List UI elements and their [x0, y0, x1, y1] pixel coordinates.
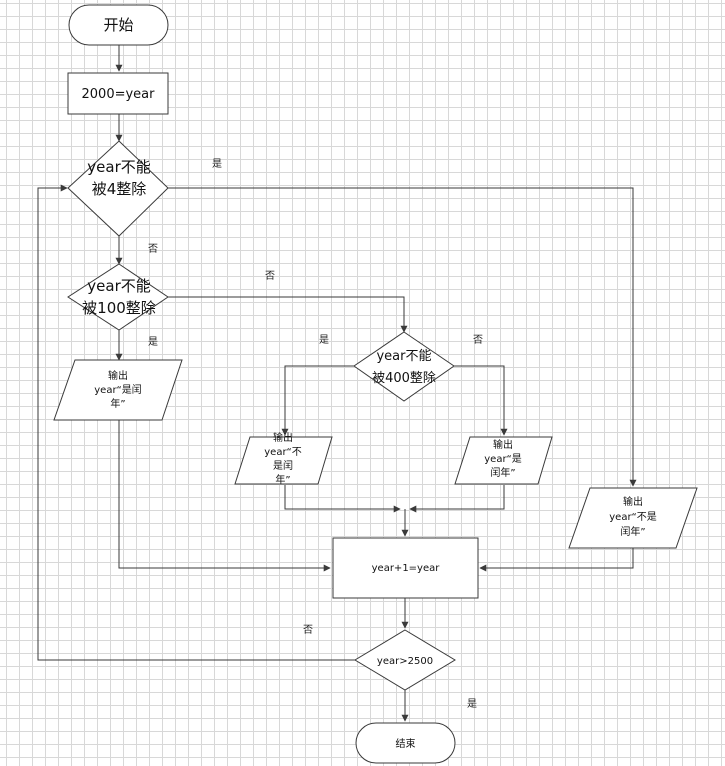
end-node-label: 结束: [396, 737, 416, 750]
edge-check400-no: [454, 365, 508, 436]
decision-div400-line1: year不能: [376, 349, 431, 364]
output-leap-mid: 输出 year“是 闰年”: [454, 436, 553, 485]
increment-process-label: year+1=year: [372, 563, 441, 574]
output-leap-left: 输出 year“是闰 年”: [53, 359, 183, 421]
output-notleap-right-line2: year“不是: [609, 511, 657, 523]
output-notleap-mid-line1: 输出: [273, 431, 293, 444]
start-node-label: 开始: [103, 16, 133, 34]
decision-div4: year不能 被4整除: [67, 140, 169, 237]
edge-loop-back: [37, 184, 355, 661]
decision-div4-line2: 被4整除: [92, 180, 147, 198]
label-loop-no: 否: [303, 624, 313, 636]
output-notleap-mid-line3: 是闰: [273, 459, 293, 472]
decision-div400: year不能 被400整除: [353, 331, 455, 402]
init-process: 2000=year: [67, 72, 169, 115]
label-check400-yes: 是: [319, 334, 329, 346]
init-process-label: 2000=year: [82, 87, 156, 102]
edge-check4-yes: [168, 187, 637, 487]
decision-year-gt-2500: year>2500: [354, 629, 456, 691]
start-node: 开始: [68, 4, 169, 46]
label-end-yes: 是: [467, 698, 477, 710]
edge-right-notleap-increment: [479, 548, 634, 572]
edges: [37, 45, 637, 722]
output-leap-left-line2: year“是闰: [94, 383, 142, 396]
output-leap-left-line1: 输出: [108, 369, 128, 382]
edge-labels: 是 否 否 是 是 否 否 是: [148, 158, 483, 710]
decision-div4-line1: year不能: [87, 158, 150, 176]
decision-year-gt-2500-label: year>2500: [377, 656, 433, 667]
output-notleap-mid-line4: 年”: [275, 473, 290, 486]
edge-check100-no: [168, 296, 408, 333]
end-node: 结束: [355, 722, 456, 764]
output-notleap-right-line3: 闰年”: [620, 525, 645, 538]
label-check400-no: 否: [473, 334, 483, 346]
label-check4-no: 否: [148, 243, 158, 255]
edge-check400-yes: [281, 365, 354, 436]
label-check100-no: 否: [265, 270, 275, 282]
output-leap-mid-line3: 闰年”: [490, 466, 515, 479]
decision-div100-line1: year不能: [87, 277, 150, 295]
output-notleap-right: 输出 year“不是 闰年”: [568, 487, 698, 549]
decision-div100: year不能 被100整除: [67, 263, 169, 331]
decision-div100-line2: 被100整除: [82, 299, 156, 317]
output-notleap-right-line1: 输出: [623, 495, 643, 508]
output-leap-mid-line2: year“是: [484, 453, 522, 465]
edge-mid-leap-merge: [409, 485, 505, 513]
decision-div400-line2: 被400整除: [372, 371, 436, 386]
label-check4-yes: 是: [212, 158, 222, 170]
increment-process: year+1=year: [332, 537, 479, 599]
output-notleap-mid-line2: year“不: [264, 447, 302, 458]
edge-left-leap-increment: [118, 420, 331, 572]
label-check100-yes: 是: [148, 336, 158, 348]
output-notleap-mid: 输出 year“不 是闰 年”: [234, 431, 333, 486]
edge-mid-notleap-merge: [284, 485, 401, 513]
output-leap-mid-line1: 输出: [493, 438, 513, 451]
output-leap-left-line3: 年”: [110, 397, 125, 410]
